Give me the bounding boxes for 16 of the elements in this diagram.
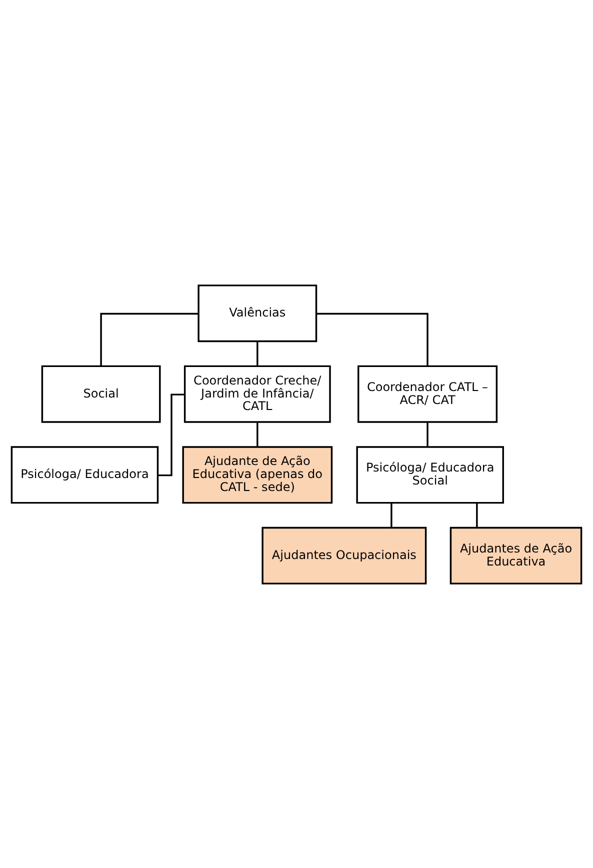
node-box: Ajudantes Ocupacionais [262,526,427,584]
node-box: Social [41,364,161,422]
node-box: Valências [198,284,318,342]
connector [316,312,428,366]
node-box: Psicóloga/ Educadora Social [356,446,504,504]
node-box: Psicóloga/ Educadora [10,446,159,504]
connector [256,340,258,366]
node-box: Coordenador CATL – ACR/ CAT [358,364,498,422]
connector [390,502,392,528]
connector [100,312,199,366]
node-box: Coordenador Creche/ Jardim de Infância/ CATL [184,364,331,422]
connector [426,422,428,446]
node-box: Ajudante de Ação Educativa (apenas do CATL - sede) [182,446,333,504]
node-box: Ajudantes de Ação Educativa [450,526,582,584]
connector [476,502,478,528]
connector [256,422,258,446]
